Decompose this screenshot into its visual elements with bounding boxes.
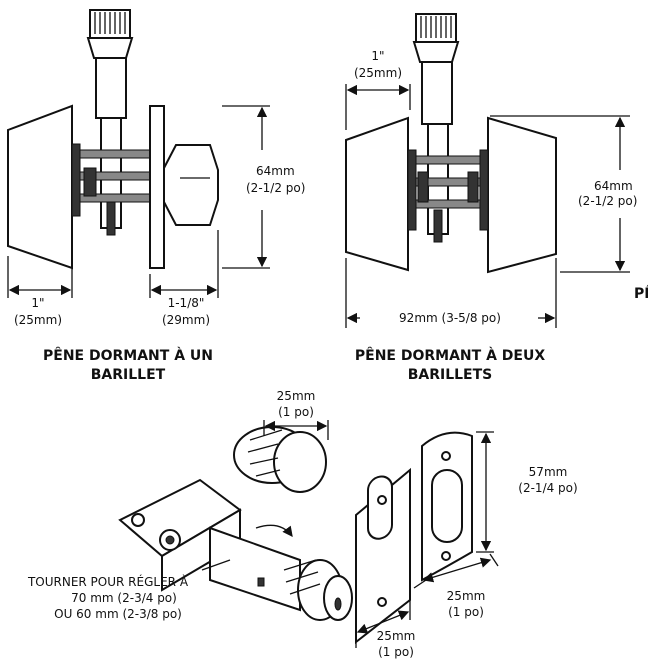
single-cylinder-drawing — [7, 9, 219, 270]
latch-edge-width-imperial: (1 po) — [378, 645, 414, 659]
latch-drawing — [118, 426, 473, 645]
double-height-metric: 64mm — [594, 179, 633, 193]
single-thumb-dimension: 1-1/8" (29mm) — [149, 230, 219, 327]
single-title-line2: BARILLET — [91, 367, 166, 383]
double-width-dimension: 1" (25mm) — [345, 49, 411, 130]
double-cutoff-label: PÊ — [634, 285, 648, 302]
double-height-dimension: 64mm (2-1/2 po) — [490, 115, 637, 273]
double-width-imperial: 1" — [371, 49, 384, 63]
latch-plate-width-imperial: (1 po) — [448, 605, 484, 619]
single-height-metric: 64mm — [256, 164, 295, 178]
single-height-dimension: 64mm (2-1/2 po) — [222, 105, 305, 269]
double-overall-width: 92mm (3-5/8 po) — [399, 311, 501, 325]
latch-bore-metric: 25mm — [277, 389, 316, 403]
latch-plate-width-dimension: 25mm (1 po) — [413, 553, 499, 619]
latch-adjust-line2: 70 mm (2-3/4 po) — [71, 591, 177, 605]
single-title-line1: PÊNE DORMANT À UN — [43, 347, 213, 364]
single-width-dimension: 1" (25mm) — [7, 256, 73, 327]
latch-plate-height-metric: 57mm — [529, 465, 568, 479]
single-thumb-imperial: 1-1/8" — [168, 296, 205, 310]
latch-adjust-note: TOURNER POUR RÉGLER À 70 mm (2-3/4 po) O… — [27, 559, 231, 621]
double-cylinder-drawing — [345, 13, 557, 274]
latch-plate-height-imperial: (2-1/4 po) — [518, 481, 577, 495]
latch-plate-width-metric: 25mm — [447, 589, 486, 603]
single-width-imperial: 1" — [31, 296, 44, 310]
double-height-imperial: (2-1/2 po) — [578, 194, 637, 208]
single-thumb-metric: (29mm) — [162, 313, 210, 327]
single-height-imperial: (2-1/2 po) — [246, 181, 305, 195]
latch-adjust-line3: OU 60 mm (2-3/8 po) — [54, 607, 182, 621]
single-width-metric: (25mm) — [14, 313, 62, 327]
latch-bore-dimension: 25mm (1 po) — [263, 389, 329, 440]
latch-edge-width-dimension: 25mm (1 po) — [355, 600, 416, 659]
latch-adjust-line1: TOURNER POUR RÉGLER À — [27, 574, 189, 589]
double-title-line1: PÊNE DORMANT À DEUX — [355, 347, 545, 364]
double-overall-dimension: 92mm (3-5/8 po) — [345, 258, 557, 328]
latch-edge-width-metric: 25mm — [377, 629, 416, 643]
double-title-line2: BARILLETS — [408, 367, 493, 383]
double-width-metric: (25mm) — [354, 66, 402, 80]
latch-bore-imperial: (1 po) — [278, 405, 314, 419]
latch-plate-height-dimension: 57mm (2-1/4 po) — [476, 431, 578, 553]
